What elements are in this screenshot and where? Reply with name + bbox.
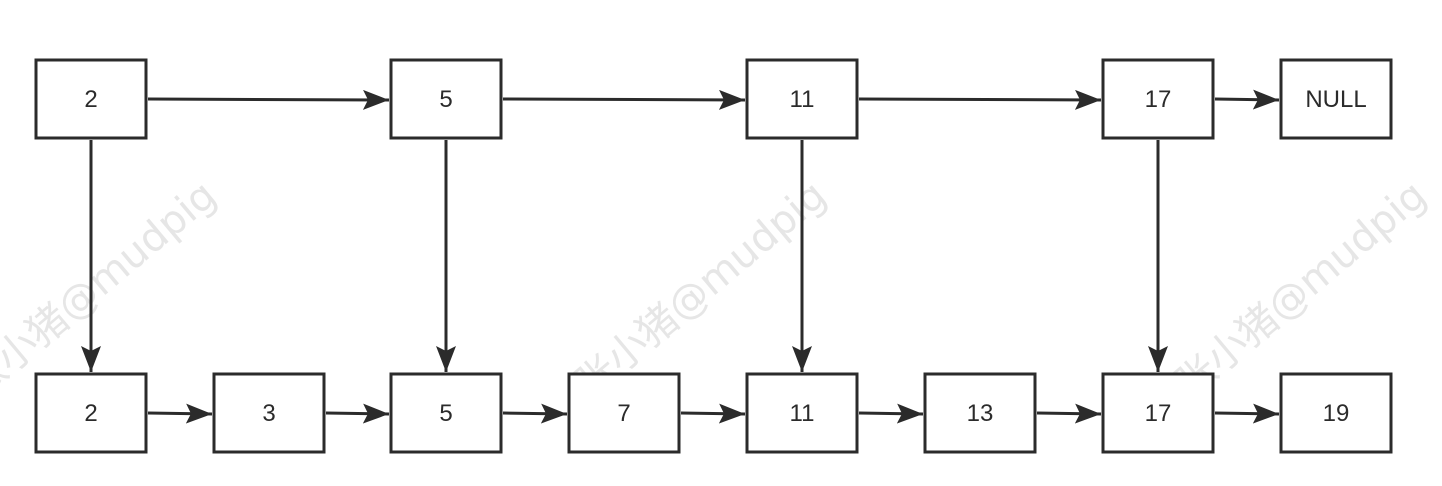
base-link-6-arrow <box>1214 403 1280 424</box>
watermark-2: 张小猪@mudpig <box>1167 172 1435 408</box>
base-link-4-arrow <box>858 403 924 424</box>
base-link-3-arrow <box>680 403 746 424</box>
index-node-0-box <box>34 58 148 140</box>
base-node-7: 19 <box>1279 372 1393 454</box>
index-node-4: NULL <box>1279 58 1393 140</box>
base-link-0-arrow <box>147 403 213 424</box>
base-node-3-box <box>567 372 681 454</box>
base-node-5-label: 13 <box>967 400 994 427</box>
index-node-2: 11 <box>745 58 859 140</box>
index-node-3-box <box>1101 58 1215 140</box>
index-level-row: 2 5 11 17 NULL <box>34 58 1393 140</box>
index-node-2-box <box>745 58 859 140</box>
index-node-2-label: 11 <box>790 86 815 113</box>
index-node-3-label: 17 <box>1145 86 1172 113</box>
base-node-1: 3 <box>212 372 326 454</box>
index-node-1-box <box>389 58 503 140</box>
base-node-2-box <box>389 372 503 454</box>
index-node-0: 2 <box>34 58 148 140</box>
watermark-0: 张小猪@mudpig <box>0 172 225 408</box>
base-node-3-label: 7 <box>617 400 630 427</box>
base-node-1-label: 3 <box>262 400 275 427</box>
base-node-5: 13 <box>923 372 1037 454</box>
index-link-2-arrow <box>858 89 1102 110</box>
base-node-6-label: 17 <box>1145 400 1172 427</box>
base-node-0-box <box>34 372 148 454</box>
index-node-0-label: 2 <box>84 86 97 113</box>
index-link-0-arrow <box>147 89 390 110</box>
base-level-row: 2 3 5 7 11 13 17 19 <box>34 372 1393 454</box>
base-node-7-box <box>1279 372 1393 454</box>
base-node-4: 11 <box>745 372 859 454</box>
base-node-5-box <box>923 372 1037 454</box>
index-node-1: 5 <box>389 58 503 140</box>
base-node-0-label: 2 <box>84 400 97 427</box>
base-node-4-label: 11 <box>790 400 815 427</box>
base-node-2-label: 5 <box>439 400 452 427</box>
base-node-7-label: 19 <box>1323 400 1350 427</box>
base-link-5-arrow <box>1036 403 1102 424</box>
index-node-4-label: NULL <box>1305 86 1366 113</box>
watermark-group: 张小猪@mudpig 张小猪@mudpig 张小猪@mudpig <box>0 172 1435 408</box>
base-node-6-box <box>1101 372 1215 454</box>
index-node-3: 17 <box>1101 58 1215 140</box>
index-node-1-label: 5 <box>439 86 452 113</box>
base-node-4-box <box>745 372 859 454</box>
index-link-3-arrow <box>1214 89 1280 110</box>
base-node-1-box <box>212 372 326 454</box>
base-link-2-arrow <box>502 403 568 424</box>
watermark-1: 张小猪@mudpig <box>567 172 835 408</box>
base-link-1-arrow <box>325 403 390 424</box>
edges-group <box>81 89 1280 424</box>
index-link-1-arrow <box>502 89 746 110</box>
base-node-6: 17 <box>1101 372 1215 454</box>
base-node-3: 7 <box>567 372 681 454</box>
base-node-0: 2 <box>34 372 148 454</box>
base-node-2: 5 <box>389 372 503 454</box>
index-node-4-box <box>1279 58 1393 140</box>
